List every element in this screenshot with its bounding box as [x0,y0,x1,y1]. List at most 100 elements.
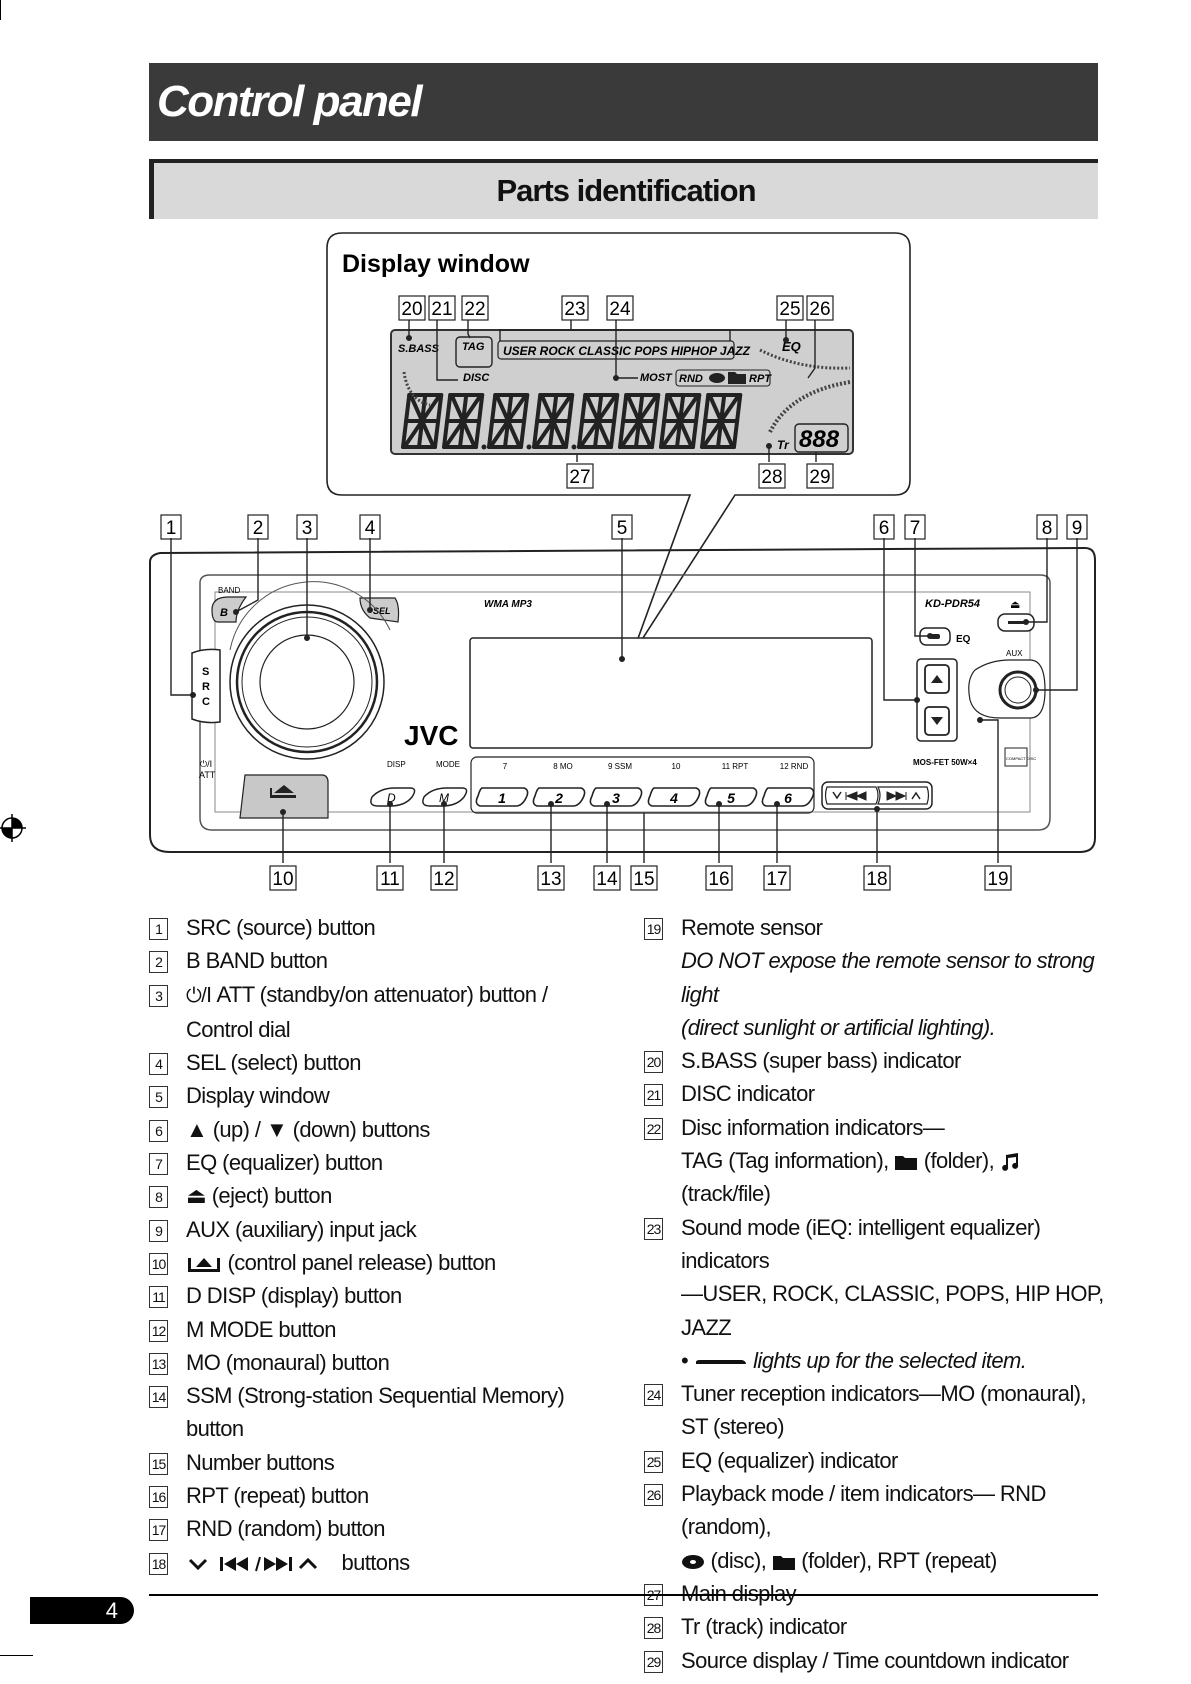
lcd-digit [618,393,661,449]
page-title: Control panel [157,77,423,126]
svg-text:21: 21 [431,299,452,320]
folder-icon [772,1555,795,1570]
src-button[interactable] [191,648,221,724]
legend-item-6: 6▲ (up) / ▼ (down) buttons [149,1113,619,1146]
svg-text:9: 9 [1072,518,1083,539]
svg-text:2: 2 [253,518,264,539]
band-button[interactable] [211,596,248,623]
callout-1: 1 [160,514,182,540]
att-label-bottom: ATT [199,770,216,780]
unit-leader-dots [190,607,1039,815]
preset-label: 7 [503,762,508,771]
svg-text:5: 5 [617,518,628,539]
svg-text:28: 28 [761,467,782,488]
callout-8: 8 [1036,514,1058,540]
att-label-top: ⏻/I [200,759,212,769]
number-key-4[interactable]: 4 [647,787,701,807]
callout-25: 25 [776,295,804,321]
format-logo: WMA MP3 [484,599,532,610]
display-window-title: Display window [342,250,530,278]
up-triangle-icon: ▲ [186,1116,213,1142]
lcd-rnd: RND [679,373,703,385]
number-key-3[interactable]: 3 [589,787,643,807]
eq-label: EQ [956,634,971,645]
legend-item-18: 18 buttons [149,1546,619,1579]
callout-3: 3 [296,514,318,540]
callout-11: 11 [376,865,404,891]
preset-label: 11 RPT [722,762,749,771]
lcd-sbass: S.BASS [398,343,440,355]
release-icon [188,1258,220,1273]
power-icon: ⏻/Ⅰ [186,984,217,1007]
svg-text:24: 24 [609,299,631,320]
number-key-6[interactable]: 6 [761,787,815,807]
lcd-digit [659,393,702,449]
mode-label: MODE [436,760,460,769]
up-chevron-icon [911,791,921,800]
legend-item-8: 8⏏ (eject) button [149,1179,619,1212]
section-header: Parts identification [149,159,1098,219]
svg-text:16: 16 [708,869,729,890]
callout-22: 22 [461,295,489,321]
down-arrow-icon [931,717,943,725]
callout-10: 10 [269,865,297,891]
number-key-5[interactable]: 5 [704,787,758,807]
compact-disc-logo [1004,747,1028,767]
lcd-digit [401,393,444,449]
disp-label: DISP [387,760,406,769]
callout-21: 21 [428,295,456,321]
lcd-digit [442,393,487,450]
power-spec: MOS-FET 50W×4 [913,758,977,767]
callout-26: 26 [806,295,834,321]
src-letter-s: S [202,666,209,678]
down-chevron-icon [832,791,842,800]
lcd-disc-icon [709,373,725,383]
page-title-bar: Control panel [149,63,1098,141]
src-letter-r: R [202,681,210,693]
down-triangle-icon: ▼ [260,1116,293,1142]
d-key-label: D [387,791,396,805]
svg-text:27: 27 [569,467,590,488]
eject-icon: ⏏ [186,1183,212,1209]
callout-24: 24 [606,295,634,321]
preset-label: 10 [672,762,681,771]
mode-button[interactable] [422,787,468,807]
callout-27: 27 [566,463,594,489]
lcd-main-display [401,393,743,450]
callout-7: 7 [904,514,926,540]
disp-button[interactable] [370,787,416,807]
svg-text:17: 17 [766,869,787,890]
callout-14: 14 [593,865,621,891]
svg-text:15: 15 [633,869,654,890]
registration-mark [0,814,26,842]
b-key-label: B [220,607,228,619]
callout-28: 28 [758,463,786,489]
callout-29: 29 [806,463,834,489]
control-dial[interactable] [229,581,391,760]
number-key-2[interactable]: 2 [532,787,586,807]
callout-5: 5 [611,514,633,540]
model-label: KD-PDR54 [925,598,980,610]
callout-6: 6 [873,514,895,540]
number-key-1[interactable]: 1 [475,787,529,807]
lcd-disc: DISC [463,372,490,384]
crop-mark-top [0,0,1,20]
svg-text:22: 22 [464,299,485,320]
number-key-panel [470,756,815,814]
svg-text:11: 11 [380,869,400,890]
